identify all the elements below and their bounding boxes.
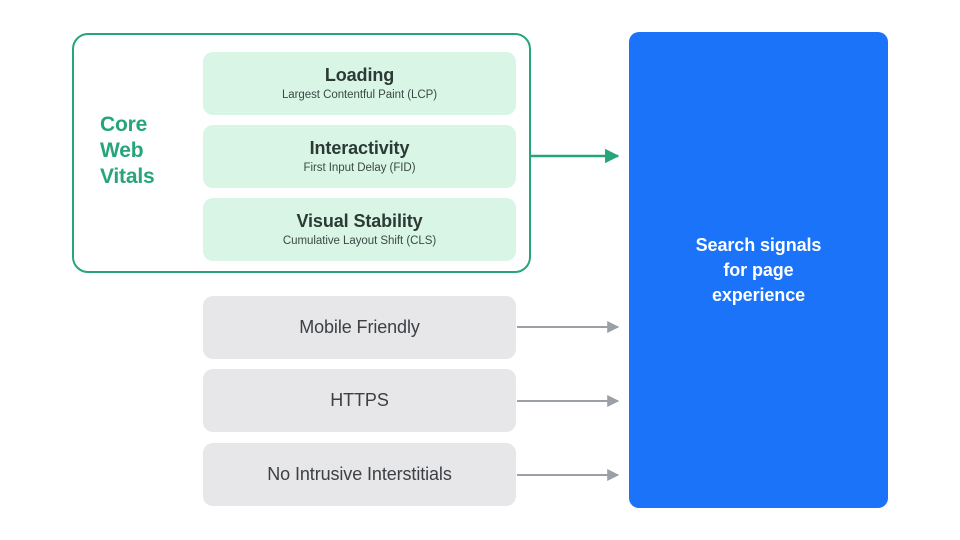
core-web-vitals-group — [72, 33, 531, 273]
signal-card-mobile-friendly[interactable]: Mobile Friendly — [203, 296, 516, 359]
signal-label: HTTPS — [330, 390, 389, 410]
core-web-vitals-label-line-2: Web — [100, 139, 144, 162]
core-web-vitals-label: Core Web Vitals — [100, 112, 190, 190]
search-signals-label: Search signals for page experience — [695, 234, 822, 305]
vital-card-visual-stability[interactable]: Visual Stability Cumulative Layout Shift… — [203, 198, 516, 261]
core-web-vitals-label-line-3: Vitals — [100, 165, 155, 188]
vital-card-interactivity[interactable]: Interactivity First Input Delay (FID) — [203, 125, 516, 188]
vital-title: Interactivity — [309, 138, 410, 158]
signal-card-no-intrusive-interstitials[interactable]: No Intrusive Interstitials — [203, 443, 516, 506]
signal-card-https[interactable]: HTTPS — [203, 369, 516, 432]
signal-label: Mobile Friendly — [299, 317, 420, 337]
search-signals-box[interactable]: Search signals for page experience — [629, 32, 888, 508]
vital-subtitle: First Input Delay (FID) — [303, 162, 416, 174]
vital-title: Loading — [324, 65, 395, 85]
signal-label: No Intrusive Interstitials — [267, 464, 452, 484]
vital-card-loading[interactable]: Loading Largest Contentful Paint (LCP) — [203, 52, 516, 115]
core-web-vitals-label-line-1: Core — [100, 113, 148, 136]
vital-subtitle: Largest Contentful Paint (LCP) — [281, 89, 438, 101]
vital-title: Visual Stability — [296, 211, 423, 231]
vital-subtitle: Cumulative Layout Shift (CLS) — [282, 235, 437, 247]
